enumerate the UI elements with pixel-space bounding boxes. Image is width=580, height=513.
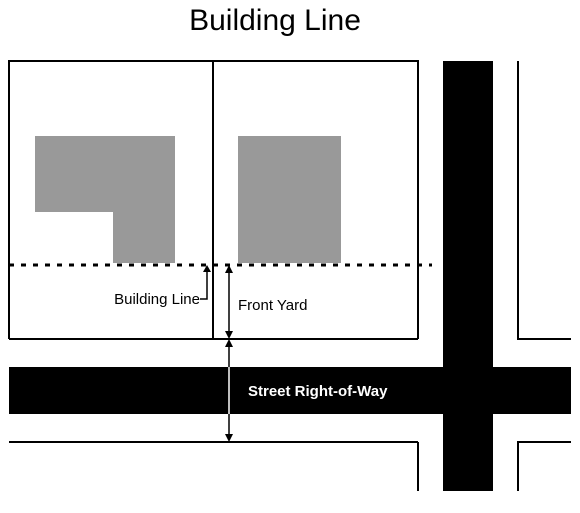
street-row-label: Street Right-of-Way [248,383,388,400]
building-line-label: Building Line [114,291,200,308]
diagram-title: Building Line [189,4,361,37]
front-yard-dimension-arrow [225,265,233,339]
building-line-bracket [200,265,211,300]
street-vertical [443,61,493,491]
lots [8,60,419,339]
street-edge-lines [9,61,571,491]
street-row-dimension-arrow [225,339,233,442]
building-left [35,136,175,263]
building-right [238,136,341,263]
front-yard-label: Front Yard [238,297,307,314]
